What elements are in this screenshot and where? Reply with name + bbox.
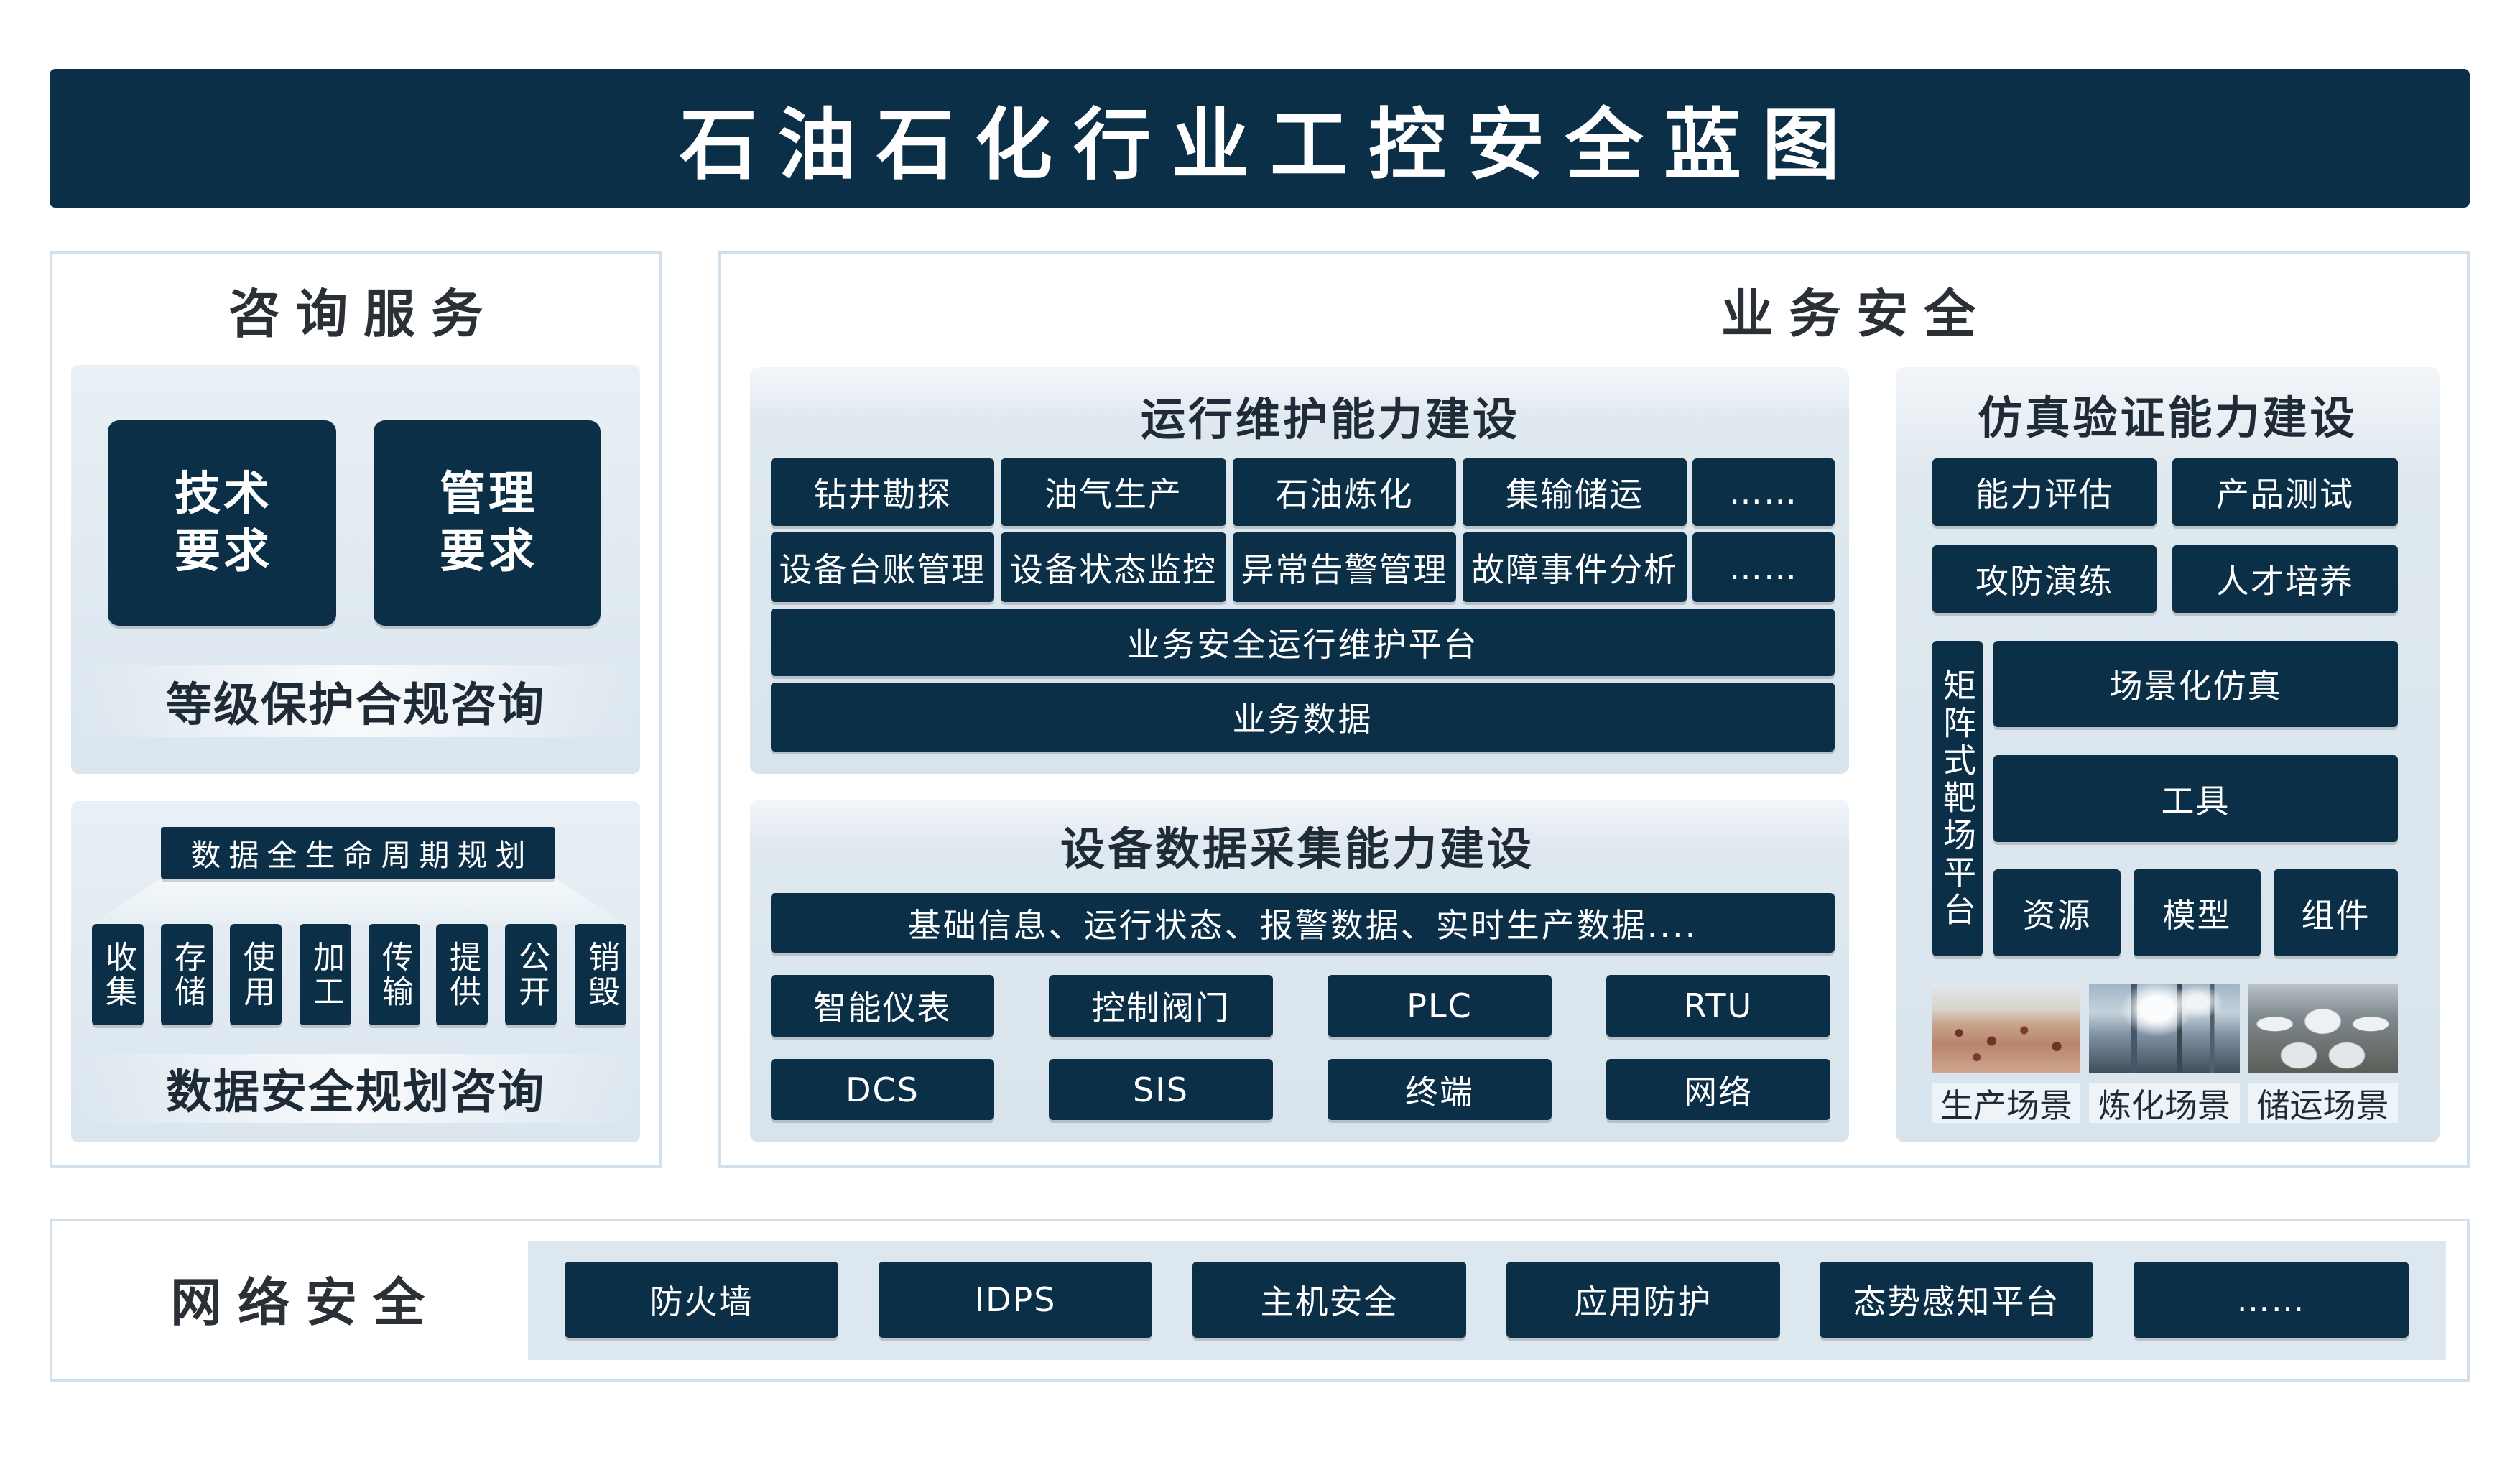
service-cell: 攻防演练 (1932, 545, 2157, 613)
function-cell: 异常告警管理 (1233, 532, 1456, 602)
operations-heading: 运行维护能力建设 (1140, 393, 1520, 445)
storage-scene-photo (2248, 984, 2398, 1073)
scene-label: 生产场景 (1932, 1083, 2080, 1125)
component-cell: 组件 (2274, 869, 2398, 956)
component-cell: 模型 (2134, 869, 2261, 956)
network-item: 应用防护 (1506, 1262, 1780, 1338)
lifecycle-stage: 提供 (436, 924, 488, 1025)
management-requirements-label: 管理 要求 (437, 466, 537, 581)
stage-label: 销毁 (583, 940, 619, 1009)
lifecycle-stage: 存储 (161, 924, 213, 1025)
technical-requirements-label: 技术 要求 (172, 466, 272, 581)
stage-label: 公开 (513, 940, 550, 1009)
component-cell: 资源 (1993, 869, 2121, 956)
device-cell: 终端 (1328, 1059, 1552, 1120)
label-line: 技术 (175, 468, 272, 521)
label-line: 管理 (440, 468, 537, 521)
label-line: 要求 (440, 525, 537, 578)
lifecycle-stage: 传输 (369, 924, 420, 1025)
tools-layer: 工具 (1993, 755, 2398, 842)
scene-label: 储运场景 (2248, 1083, 2398, 1125)
blueprint-title: 石油石化行业工控安全蓝图 (679, 100, 1861, 190)
business-security-heading: 业务安全 (1720, 283, 1991, 344)
data-types-bar: 基础信息、运行状态、报警数据、实时生产数据.... (771, 893, 1835, 953)
device-cell: 智能仪表 (771, 975, 994, 1037)
network-item: 防火墙 (565, 1262, 838, 1338)
data-security-consulting-label: 数据安全规划咨询 (71, 1054, 640, 1123)
lifecycle-stage: 销毁 (575, 924, 626, 1025)
collection-heading: 设备数据采集能力建设 (1060, 823, 1534, 875)
lifecycle-connector (92, 879, 626, 924)
function-cell: 故障事件分析 (1463, 532, 1687, 602)
compliance-consulting-label: 等级保护合规咨询 (71, 665, 640, 737)
lifecycle-title: 数据全生命周期规划 (161, 827, 555, 879)
stage-label: 提供 (444, 940, 481, 1009)
lifecycle-stage: 收集 (92, 924, 144, 1025)
stage-label: 使用 (238, 940, 274, 1009)
production-scene-photo (1932, 984, 2080, 1073)
device-cell: SIS (1049, 1059, 1273, 1120)
function-cell: 设备台账管理 (771, 532, 994, 602)
technical-requirements-box: 技术 要求 (108, 420, 336, 626)
service-cell: 人才培养 (2172, 545, 2398, 613)
scenario-simulation-layer: 场景化仿真 (1993, 641, 2398, 727)
service-cell: 能力评估 (1932, 458, 2157, 526)
blueprint-title-bar: 石油石化行业工控安全蓝图 (50, 69, 2470, 208)
domain-cell-more: …… (1692, 458, 1835, 526)
network-item: 态势感知平台 (1820, 1262, 2093, 1338)
stage-label: 存储 (169, 940, 205, 1009)
domain-cell: 集输储运 (1463, 458, 1687, 526)
network-item-more: …… (2134, 1262, 2409, 1338)
lifecycle-stage: 公开 (505, 924, 557, 1025)
operations-platform-bar: 业务安全运行维护平台 (771, 609, 1835, 676)
refinery-scene-photo (2089, 984, 2240, 1073)
business-data-bar: 业务数据 (771, 683, 1835, 752)
stage-label: 收集 (100, 940, 136, 1009)
function-cell: 设备状态监控 (1001, 532, 1226, 602)
network-item: 主机安全 (1192, 1262, 1466, 1338)
domain-cell: 石油炼化 (1233, 458, 1456, 526)
lifecycle-stage: 加工 (300, 924, 351, 1025)
network-security-strip (528, 1241, 2446, 1360)
device-cell: RTU (1606, 975, 1830, 1037)
device-cell: 控制阀门 (1049, 975, 1273, 1037)
domain-cell: 油气生产 (1001, 458, 1226, 526)
range-platform-bar: 矩阵式靶场平台 (1932, 641, 1983, 956)
range-platform-label: 矩阵式靶场平台 (1938, 667, 1977, 930)
network-security-heading: 网络安全 (170, 1272, 440, 1333)
function-cell-more: …… (1692, 532, 1835, 602)
lifecycle-stage: 使用 (230, 924, 282, 1025)
network-item: IDPS (879, 1262, 1152, 1338)
simulation-heading: 仿真验证能力建设 (1978, 392, 2358, 444)
device-cell: DCS (771, 1059, 994, 1120)
device-cell: PLC (1328, 975, 1552, 1037)
management-requirements-box: 管理 要求 (374, 420, 601, 626)
device-cell: 网络 (1606, 1059, 1830, 1120)
label-line: 要求 (175, 525, 272, 578)
scene-label: 炼化场景 (2089, 1083, 2240, 1125)
domain-cell: 钻井勘探 (771, 458, 994, 526)
consulting-heading: 咨询服务 (228, 283, 499, 344)
service-cell: 产品测试 (2172, 458, 2398, 526)
stage-label: 加工 (307, 940, 344, 1009)
stage-label: 传输 (376, 940, 413, 1009)
